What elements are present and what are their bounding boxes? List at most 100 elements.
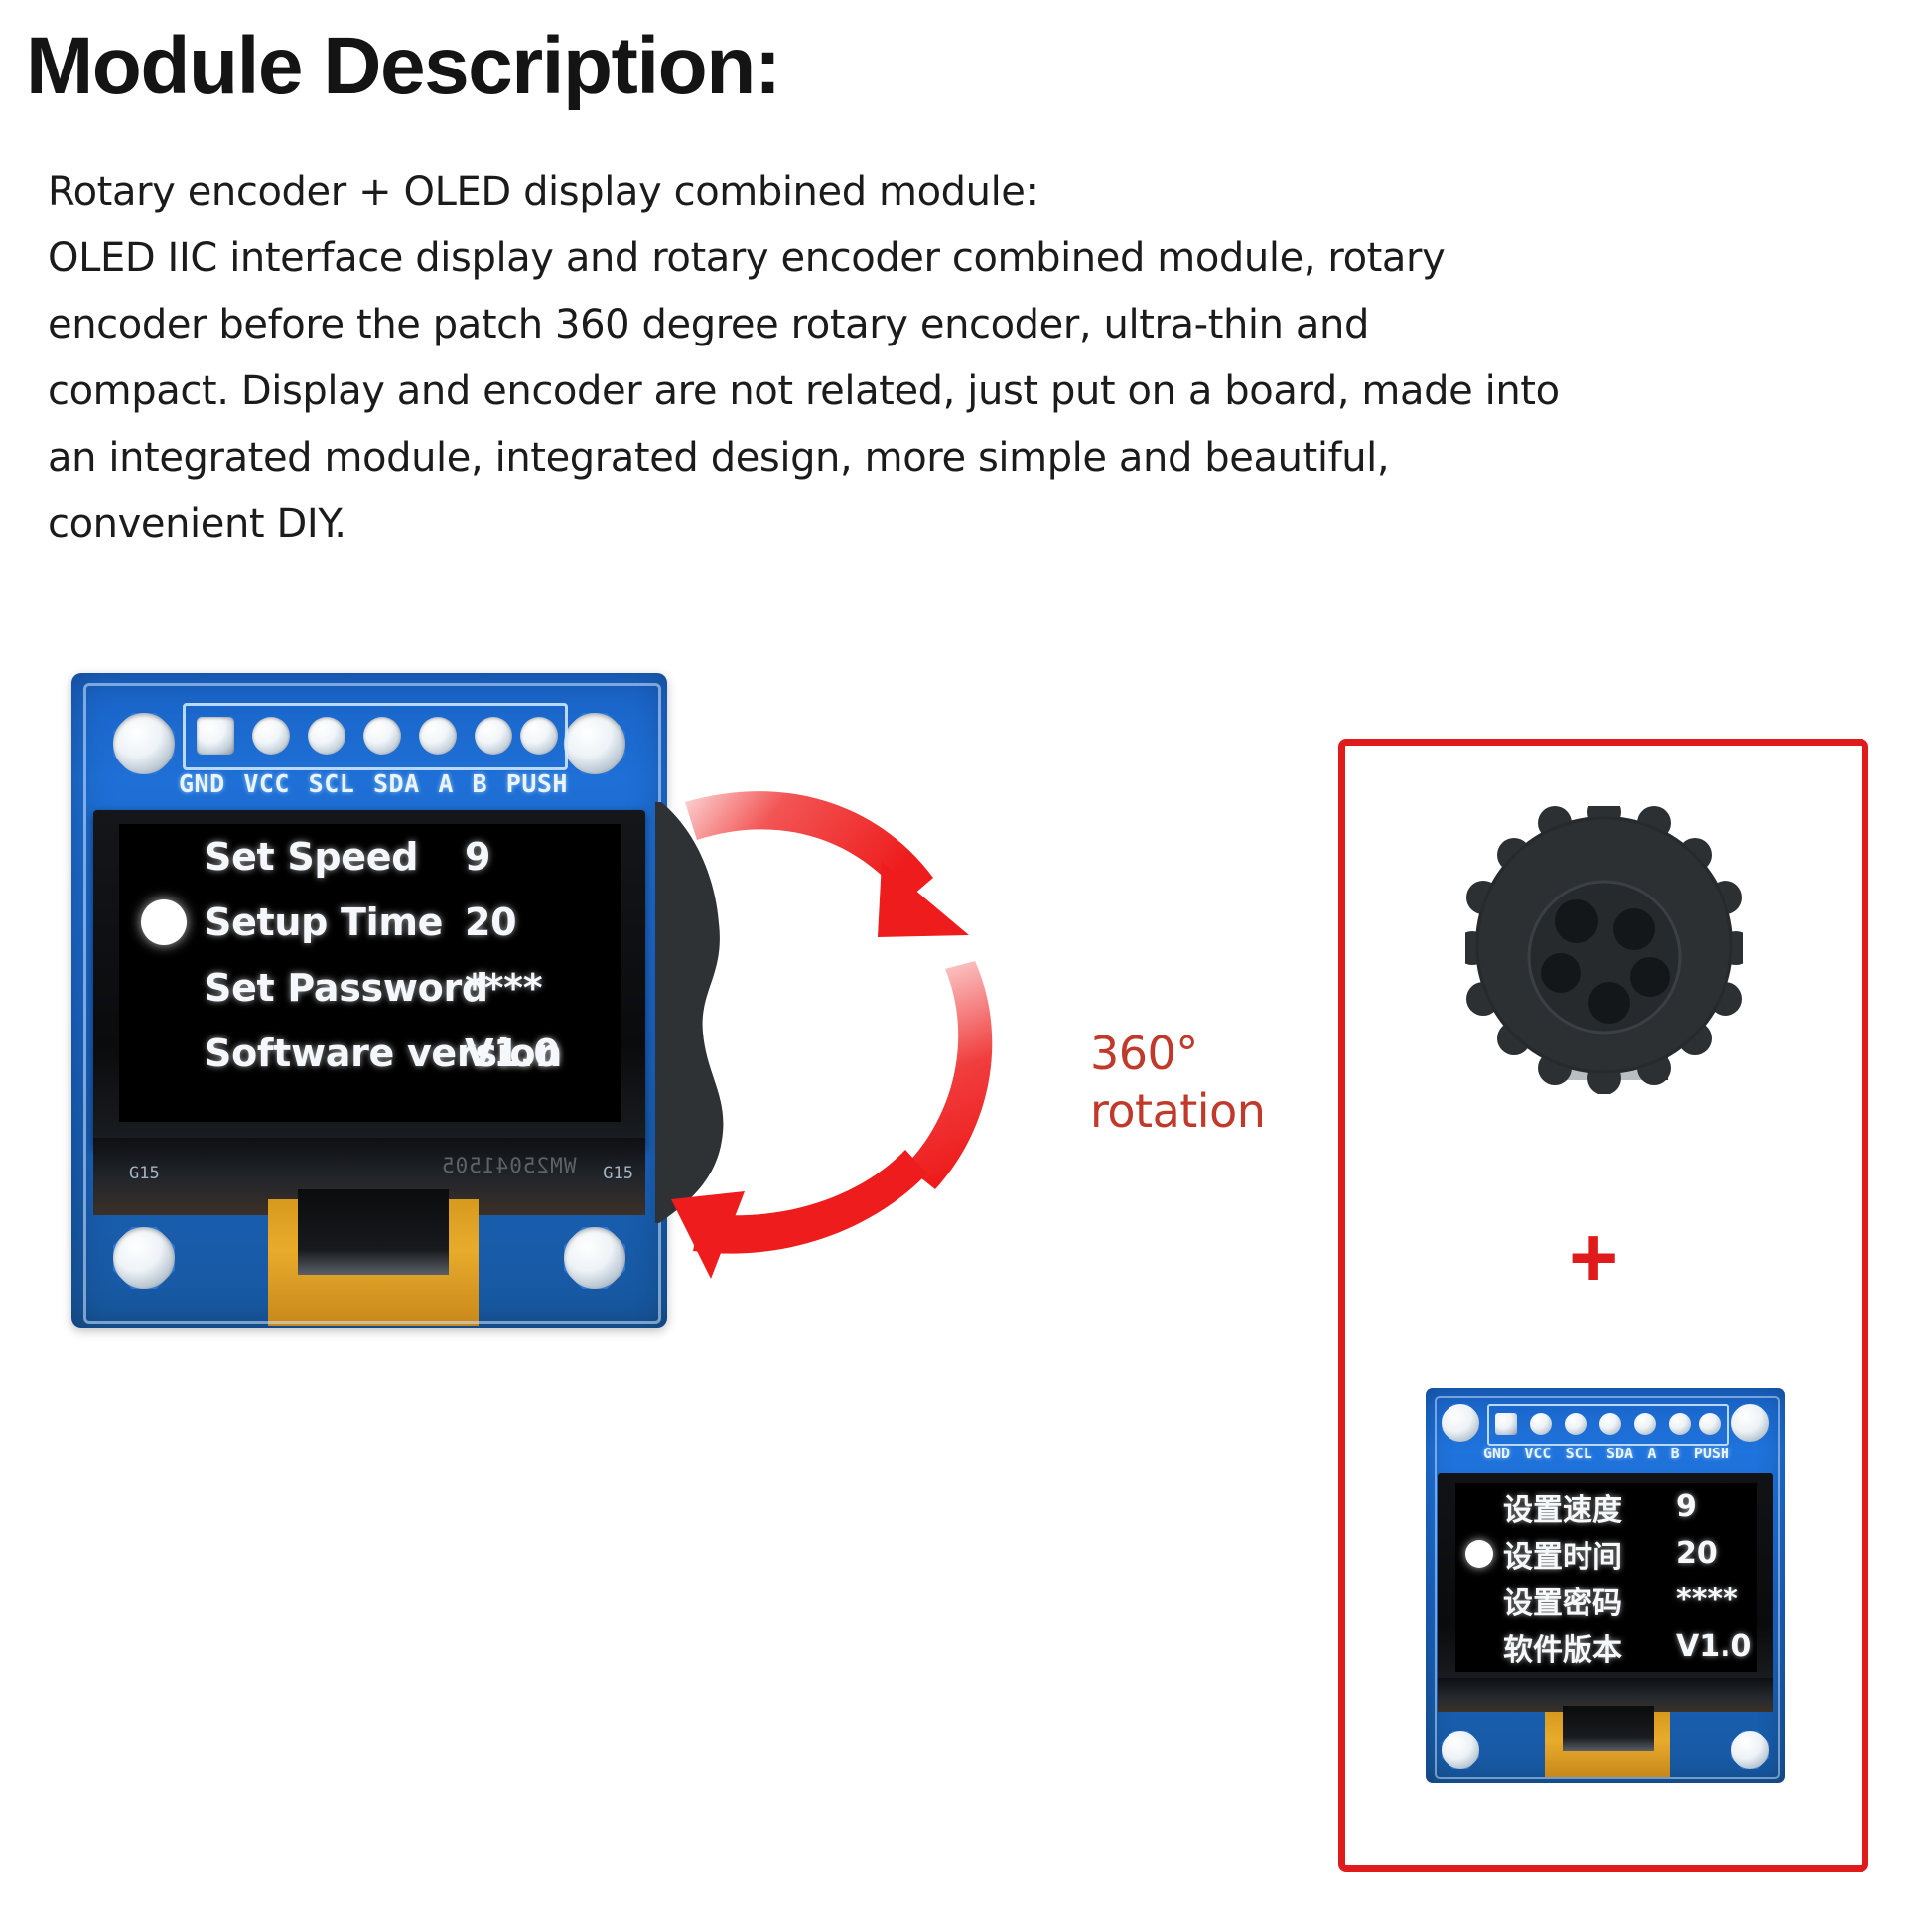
small-oled-menu-value: 20 <box>1676 1536 1718 1571</box>
solder-pad-vcc <box>252 717 290 755</box>
oled-menu-label: Set Password <box>205 966 488 1010</box>
small-solder-pad-gnd <box>1495 1413 1517 1435</box>
encoder-knob-silhouette <box>655 802 724 1223</box>
pin-label-scl: SCL <box>308 768 355 798</box>
page-title: Module Description: <box>26 21 781 111</box>
oled-menu-value: V1.0 <box>465 1032 560 1075</box>
solder-pad-b <box>475 717 512 755</box>
small-pin-label-push: PUSH <box>1693 1445 1729 1462</box>
mounting-hole-top-left <box>113 713 175 774</box>
solder-pad-push <box>520 717 558 755</box>
small-selection-dot-icon <box>1465 1539 1493 1568</box>
small-pin-label-sda: SDA <box>1605 1445 1634 1462</box>
pin-label-vcc: VCC <box>243 768 290 798</box>
small-mounting-hole-top-left <box>1442 1404 1479 1442</box>
pcb-lower-section: WM25041505 G15 G15 <box>71 1138 667 1328</box>
small-pin-label-row: GND VCC SCL SDA A B PUSH <box>1483 1444 1729 1463</box>
small-oled-display-bezel: 设置速度 9 设置时间 20 设置密码 **** 软件版本 V1.0 <box>1438 1473 1773 1684</box>
rotation-degrees-label: 360° <box>1090 1027 1198 1080</box>
oled-menu-row-set-password: Set Password **** <box>119 955 621 1021</box>
description-line-1: Rotary encoder + OLED display combined m… <box>48 169 1038 214</box>
rotary-encoder-knob <box>1465 806 1743 1094</box>
small-pin-label-vcc: VCC <box>1524 1445 1552 1462</box>
small-oled-menu-label: 设置密码 <box>1503 1586 1622 1621</box>
module-description-text: Rotary encoder + OLED display combined m… <box>48 159 1560 558</box>
small-mounting-hole-top-right <box>1731 1404 1769 1442</box>
main-oled-encoder-board: GND VCC SCL SDA A B PUSH Set Speed 9 Set… <box>71 673 667 1328</box>
mounting-hole-top-right <box>564 713 625 774</box>
small-oled-menu-row-setup-time: 设置时间 20 <box>1455 1530 1757 1577</box>
plus-sign-icon: + <box>1569 1210 1619 1306</box>
pin-label-push: PUSH <box>505 768 568 798</box>
small-oled-screen: 设置速度 9 设置时间 20 设置密码 **** 软件版本 V1.0 <box>1455 1483 1757 1672</box>
small-oled-menu-row-set-speed: 设置速度 9 <box>1455 1483 1757 1530</box>
oled-menu-value: **** <box>465 966 543 1010</box>
small-solder-pad-b <box>1669 1413 1691 1435</box>
small-solder-pad-scl <box>1565 1413 1587 1435</box>
small-pin-label-gnd: GND <box>1483 1445 1511 1462</box>
small-pin-header-outline <box>1487 1404 1729 1446</box>
small-pcb-substrate: GND VCC SCL SDA A B PUSH 设置速度 9 设置时间 20 <box>1426 1388 1785 1783</box>
knob-center-hub <box>1527 880 1682 1035</box>
description-line-4: compact. Display and encoder are not rel… <box>48 368 1560 414</box>
small-solder-pad-sda <box>1599 1413 1621 1435</box>
small-mounting-hole-bottom-left <box>1442 1731 1479 1769</box>
small-oled-menu-value: V1.0 <box>1676 1629 1752 1664</box>
oled-menu-row-setup-time: Setup Time 20 <box>119 890 621 955</box>
glass-marking-text: WM25041505 <box>440 1154 576 1177</box>
description-line-3: encoder before the patch 360 degree rota… <box>48 302 1369 347</box>
pin-label-row: GND VCC SCL SDA A B PUSH <box>179 768 568 798</box>
small-oled-encoder-board: GND VCC SCL SDA A B PUSH 设置速度 9 设置时间 20 <box>1426 1388 1785 1783</box>
silkscreen-g15-right: G15 <box>603 1164 633 1183</box>
rotation-arrows-group <box>671 791 993 1279</box>
small-oled-menu-row-set-password: 设置密码 **** <box>1455 1577 1757 1623</box>
small-oled-menu-value: 9 <box>1676 1489 1697 1524</box>
oled-menu-label: Software version <box>205 1032 562 1075</box>
description-line-6: convenient DIY. <box>48 501 346 547</box>
pin-label-b: B <box>472 768 488 798</box>
oled-menu-row-set-speed: Set Speed 9 <box>119 824 621 890</box>
solder-pad-sda <box>363 717 401 755</box>
flex-ribbon-cable <box>268 1199 479 1326</box>
oled-menu-label: Setup Time <box>205 900 444 944</box>
description-line-2: OLED IIC interface display and rotary en… <box>48 235 1446 281</box>
description-line-5: an integrated module, integrated design,… <box>48 435 1390 481</box>
oled-menu-label: Set Speed <box>205 835 419 879</box>
small-pin-label-a: A <box>1647 1445 1657 1462</box>
small-flex-ribbon-cable <box>1545 1712 1670 1777</box>
small-oled-menu-label: 软件版本 <box>1503 1632 1622 1668</box>
small-oled-menu-row-software-version: 软件版本 V1.0 <box>1455 1623 1757 1670</box>
small-pin-label-scl: SCL <box>1565 1445 1592 1462</box>
pin-label-gnd: GND <box>179 768 225 798</box>
oled-display-bezel: Set Speed 9 Setup Time 20 Set Password *… <box>93 810 645 1148</box>
silkscreen-g15-left: G15 <box>129 1164 160 1183</box>
mounting-hole-bottom-right <box>564 1227 625 1289</box>
small-oled-glass-edge <box>1438 1678 1773 1712</box>
small-flex-cable-window <box>1563 1706 1654 1751</box>
rotation-label: 360° rotation <box>1090 1025 1266 1140</box>
small-oled-menu-label: 设置速度 <box>1503 1492 1622 1528</box>
oled-screen: Set Speed 9 Setup Time 20 Set Password *… <box>119 824 621 1122</box>
flex-cable-window <box>298 1189 449 1275</box>
pcb-substrate: GND VCC SCL SDA A B PUSH Set Speed 9 Set… <box>71 673 667 1328</box>
rotation-arrow-counterclockwise <box>671 1150 927 1279</box>
oled-glass-edge: WM25041505 <box>93 1138 645 1215</box>
oled-menu-value: 9 <box>465 835 491 879</box>
small-solder-pad-a <box>1634 1413 1656 1435</box>
solder-pad-gnd <box>197 717 234 755</box>
pin-label-a: A <box>438 768 454 798</box>
small-pin-label-b: B <box>1670 1445 1680 1462</box>
pin-header-outline <box>183 703 568 770</box>
small-solder-pad-vcc <box>1530 1413 1552 1435</box>
small-oled-menu-value: **** <box>1676 1583 1738 1617</box>
pin-label-sda: SDA <box>372 768 420 798</box>
rotation-arrow-clockwise <box>685 791 969 937</box>
rotation-word-label: rotation <box>1090 1084 1266 1138</box>
solder-pad-a <box>419 717 457 755</box>
small-oled-menu-label: 设置时间 <box>1503 1539 1622 1575</box>
oled-menu-value: 20 <box>465 900 517 944</box>
oled-menu-row-software-version: Software version V1.0 <box>119 1021 621 1086</box>
rotation-arrow-arc <box>905 961 993 1189</box>
small-solder-pad-push <box>1699 1413 1721 1435</box>
small-mounting-hole-bottom-right <box>1731 1731 1769 1769</box>
